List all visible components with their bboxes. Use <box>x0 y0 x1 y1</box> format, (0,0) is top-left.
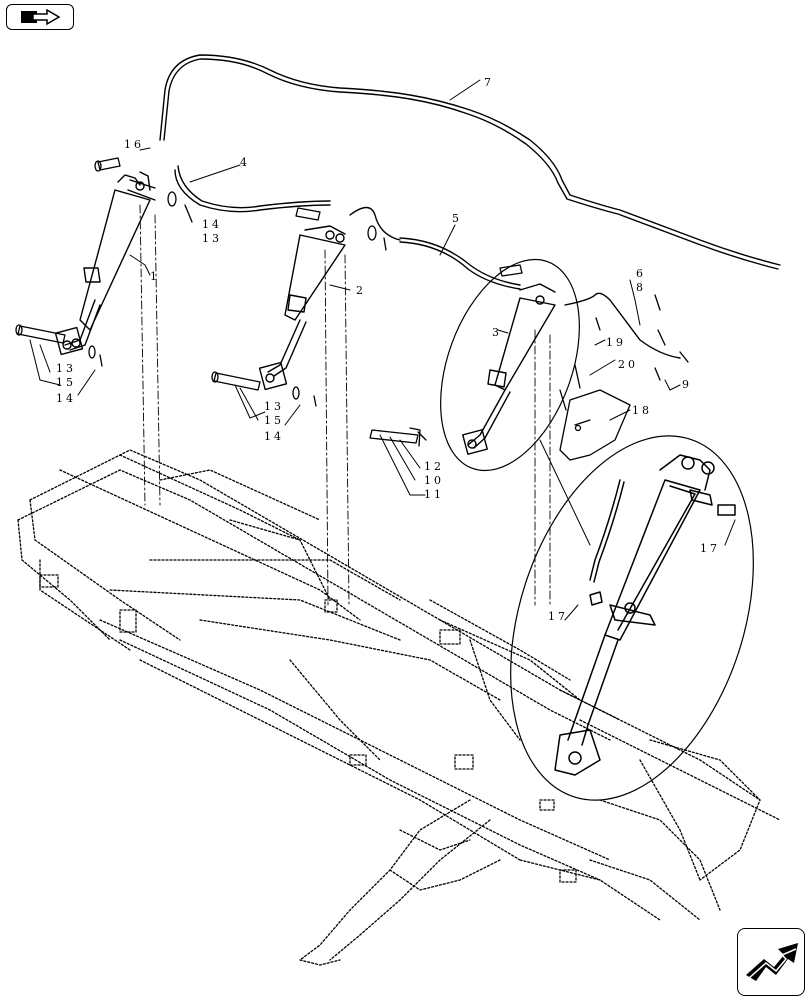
callout-17-right: 17 <box>700 542 720 555</box>
callout-13-left: 13 <box>56 362 76 375</box>
callout-18: 18 <box>632 404 652 417</box>
detail-ellipse-large <box>510 435 754 801</box>
callout-14-left: 14 <box>56 392 76 405</box>
callout-5: 5 <box>452 212 462 225</box>
callout-20: 20 <box>618 358 638 371</box>
alignment-lines <box>139 204 551 606</box>
callout-13-mid: 13 <box>264 400 284 413</box>
callout-17-left: 17 <box>548 610 568 623</box>
callout-7: 7 <box>484 76 494 89</box>
next-page-arrow-icon <box>746 943 798 981</box>
hydraulic-cylinder-2 <box>258 225 346 391</box>
hydraulic-hoses <box>159 54 781 359</box>
callout-4: 4 <box>240 156 250 169</box>
detail-ellipse-small <box>440 258 580 472</box>
callout-12: 12 <box>424 460 444 473</box>
hydraulic-cylinder-1 <box>54 171 156 356</box>
callout-19: 19 <box>606 336 626 349</box>
callouts: 7 16 4 14 13 5 1 2 3 6 8 9 19 20 18 13 1… <box>56 76 720 623</box>
callout-9: 9 <box>682 378 692 391</box>
callout-15-mid: 15 <box>264 414 284 427</box>
hydraulic-cylinder-3 <box>462 283 556 455</box>
callout-14-top: 14 <box>202 218 222 231</box>
detail-cylinder <box>554 454 736 776</box>
callout-2: 2 <box>356 284 366 297</box>
leader-lines <box>29 79 736 621</box>
next-page-button[interactable] <box>737 928 805 996</box>
callout-8: 8 <box>636 281 646 294</box>
detail-ellipses <box>440 258 754 801</box>
callout-10: 10 <box>424 474 444 487</box>
callout-11: 11 <box>424 488 444 501</box>
callout-1: 1 <box>150 270 160 283</box>
callout-16: 16 <box>124 138 144 151</box>
index-nav-button[interactable] <box>6 4 74 30</box>
callout-3: 3 <box>492 326 502 339</box>
book-arrow-icon <box>21 8 61 26</box>
callout-6: 6 <box>636 267 646 280</box>
implement-frame <box>17 449 781 966</box>
callout-15-left: 15 <box>56 376 76 389</box>
callout-13-top: 13 <box>202 232 222 245</box>
callout-14-mid: 14 <box>264 430 284 443</box>
pins-and-hardware <box>15 157 689 461</box>
